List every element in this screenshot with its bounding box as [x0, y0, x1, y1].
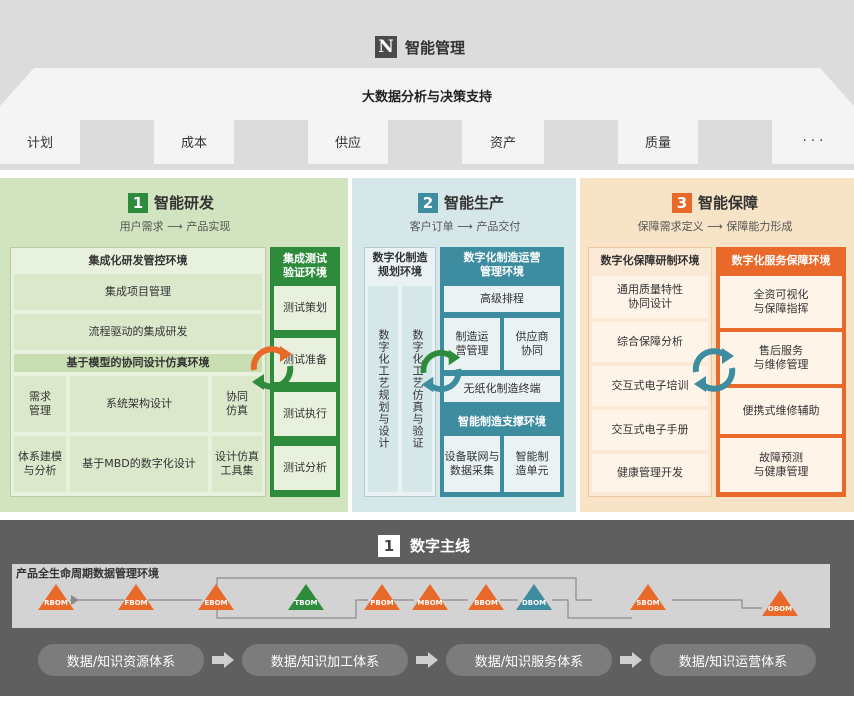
bom-marker-dbom: [516, 584, 552, 610]
requirements-mgmt: 需求 管理: [14, 376, 66, 432]
knowledge-resource-system: 数据/知识资源体系: [38, 644, 204, 676]
mbd-digital-design: 基于MBD的数字化设计: [70, 436, 208, 492]
bom-bbom: BBOM: [474, 599, 498, 607]
thread-number: 1: [378, 535, 400, 557]
bom-pbom: PBOM: [370, 599, 394, 607]
pillar-supply: 供应: [334, 135, 361, 151]
cycle-arrows-icon: [692, 348, 736, 392]
n-logo-icon: N: [375, 36, 397, 58]
cycle-arrows-icon: [420, 349, 462, 393]
test-execution: 测试执行: [274, 392, 336, 436]
bom-markers: [38, 584, 798, 616]
right-arrow-icon: [620, 652, 642, 668]
test-env-title: 集成测试 验证环境: [283, 252, 327, 279]
bom-flow-diagram: [70, 577, 762, 619]
rd-env-title: 集成化研发管控环境: [88, 254, 188, 267]
section-number-3: 3: [672, 193, 692, 213]
health-mgmt-dev: 健康管理开发: [592, 454, 708, 492]
lifecycle-data-panel: [12, 564, 830, 628]
collaborative-simulation: 协同 仿真: [212, 376, 262, 432]
bom-mbom: MBOM: [417, 599, 443, 607]
process-planning-design: 数字化工艺规划与设计: [368, 286, 398, 492]
advanced-scheduling: 高级排程: [444, 286, 560, 312]
pillar-assets: 资产: [489, 135, 516, 151]
fault-prediction-health: 故障预测 与健康管理: [720, 438, 842, 492]
interactive-e-training: 交互式电子培训: [592, 366, 708, 406]
section-subtitle-production: 客户订单 ⟶ 产品交付: [409, 220, 521, 233]
right-arrow-icon: [416, 652, 438, 668]
model-based-sim-title: 基于模型的协同设计仿真环境: [14, 354, 262, 372]
quality-collab-design: 通用质量特性 协同设计: [592, 276, 708, 318]
process-simulation-verification: 数字化工艺仿真与验证: [402, 286, 432, 492]
process-driven-rd: 流程驱动的集成研发: [14, 314, 262, 350]
pillar-plan: 计划: [26, 135, 53, 151]
bom-ebom: EBOM: [204, 599, 228, 607]
support-dev-title: 数字化保障研制环境: [600, 254, 700, 267]
bom-marker-sbom: [630, 584, 666, 610]
knowledge-operation-system: 数据/知识运营体系: [650, 644, 816, 676]
mfg-planning-title: 数字化制造 规划环境: [372, 251, 428, 278]
knowledge-processing-system: 数据/知识加工体系: [242, 644, 408, 676]
asset-visibility-command: 全资可视化 与保障指挥: [720, 276, 842, 328]
bom-marker-pbom: [364, 584, 400, 610]
pillar-quality: 质量: [644, 135, 671, 151]
bom-marker-obom: [762, 590, 798, 616]
right-arrow-icon: [212, 652, 234, 668]
lifecycle-data-title: 产品全生命周期数据管理环境: [16, 567, 159, 580]
test-preparation: 测试准备: [274, 338, 336, 382]
bom-marker-ebom: [198, 584, 234, 610]
bom-marker-bbom: [468, 584, 504, 610]
section-number-2: 2: [418, 193, 438, 213]
bom-sbom: SBOM: [636, 599, 660, 607]
bom-obom: OBOM: [767, 605, 793, 613]
section-title-rd: 智能研发: [154, 194, 215, 212]
bom-marker-mbom: [412, 584, 448, 610]
bom-marker-tbom: [288, 584, 324, 610]
section-title-production: 智能生产: [444, 194, 505, 212]
roof-shape: [0, 68, 854, 164]
smart-mfg-unit: 智能制 造单元: [504, 436, 560, 492]
pillar-cost: 成本: [180, 135, 207, 151]
bom-dbom: DBOM: [521, 599, 547, 607]
cycle-arrows-icon: [250, 346, 294, 390]
portable-maintenance-aid: 便携式维修辅助: [720, 388, 842, 434]
test-analysis: 测试分析: [274, 446, 336, 490]
supplier-collaboration: 供应商 协同: [504, 318, 560, 370]
section-subtitle-support: 保障需求定义 ⟶ 保障能力形成: [637, 220, 793, 233]
test-planning: 测试策划: [274, 286, 336, 330]
system-modeling-analysis: 体系建模 与分析: [14, 436, 66, 492]
bom-tbom: TBOM: [294, 599, 318, 607]
after-sales-maintenance: 售后服务 与维修管理: [720, 332, 842, 384]
bom-fbom: FBOM: [124, 599, 148, 607]
section-subtitle-rd: 用户需求 ⟶ 产品实现: [119, 220, 231, 233]
section-title-support: 智能保障: [698, 194, 759, 212]
integrated-project-mgmt: 集成项目管理: [14, 274, 262, 310]
design-sim-toolset: 设计仿真 工具集: [212, 436, 262, 492]
page-title: 智能管理: [405, 38, 466, 57]
interactive-e-manual: 交互式电子手册: [592, 410, 708, 450]
thread-title: 数字主线: [410, 537, 471, 555]
mfg-support-title: 智能制造支撑环境: [458, 415, 546, 428]
bom-marker-fbom: [118, 584, 154, 610]
knowledge-service-system: 数据/知识服务体系: [446, 644, 612, 676]
integrated-support-analysis: 综合保障分析: [592, 322, 708, 362]
system-architecture-design: 系统架构设计: [70, 376, 208, 432]
mfg-ops-title: 数字化制造运营 管理环境: [463, 251, 541, 278]
service-support-title: 数字化服务保障环境: [731, 254, 831, 267]
bom-marker-rbom: [38, 584, 74, 610]
paperless-terminal: 无纸化制造终端: [444, 376, 560, 402]
pillar-more: · · ·: [802, 133, 824, 149]
section-number-1: 1: [128, 193, 148, 213]
bom-rbom: RBOM: [44, 599, 68, 607]
device-networking-data: 设备联网与 数据采集: [444, 436, 500, 492]
decision-support-title: 大数据分析与决策支持: [361, 89, 492, 105]
